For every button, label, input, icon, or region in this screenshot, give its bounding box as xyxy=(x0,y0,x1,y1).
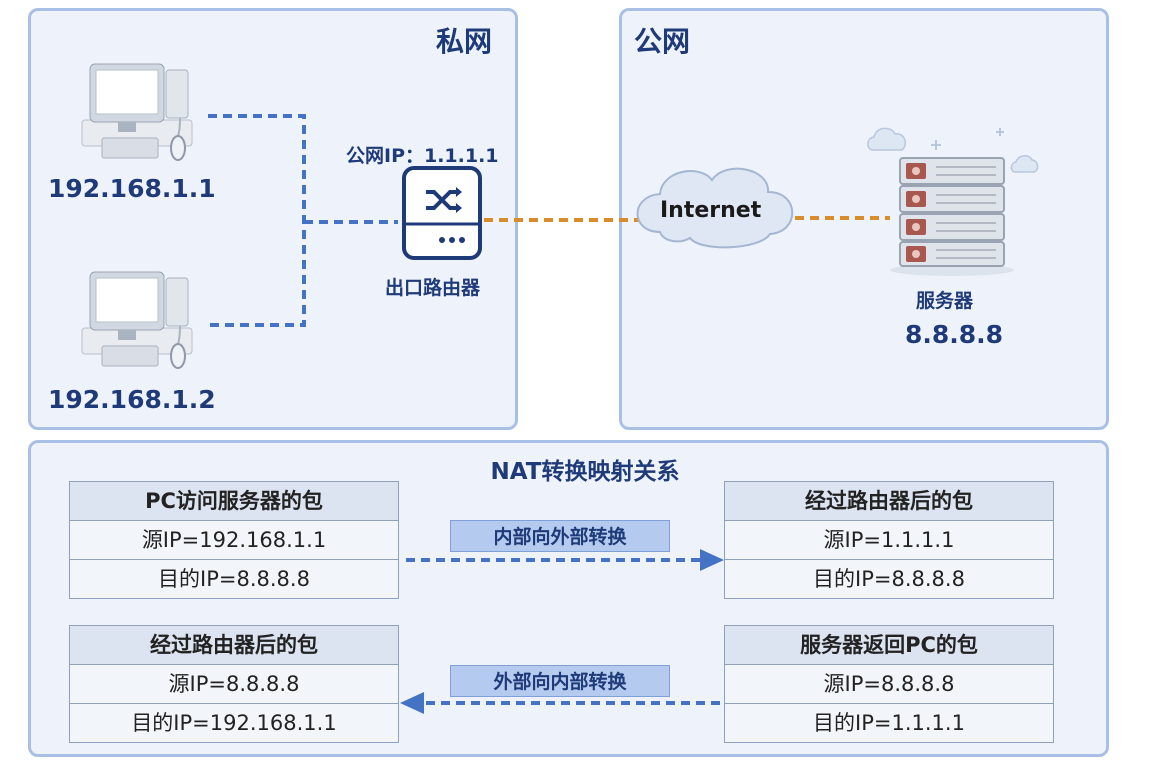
computer-icon xyxy=(81,63,193,161)
computer-icon xyxy=(81,271,193,369)
packet-table: 服务器返回PC的包 源IP=8.8.8.8 目的IP=1.1.1.1 xyxy=(724,625,1054,743)
server-label: 服务器 xyxy=(916,290,974,312)
table-header: PC访问服务器的包 xyxy=(70,482,398,520)
public-network-title: 公网 xyxy=(634,25,691,58)
table-cell: 源IP=192.168.1.1 xyxy=(70,520,398,559)
table-cell: 目的IP=1.1.1.1 xyxy=(725,703,1053,742)
pc-router-links xyxy=(208,114,398,327)
table-cell: 目的IP=8.8.8.8 xyxy=(70,559,398,598)
outbound-translation-label: 内部向外部转换 xyxy=(450,520,670,552)
packet-table: 经过路由器后的包 源IP=1.1.1.1 目的IP=8.8.8.8 xyxy=(724,481,1054,599)
router-server-links xyxy=(484,216,890,222)
pc1-ip-label: 192.168.1.1 xyxy=(48,174,216,203)
private-network-title: 私网 xyxy=(436,25,493,58)
decorative-cloud-icon xyxy=(867,127,1039,173)
table-header: 经过路由器后的包 xyxy=(70,626,398,664)
pc2-ip-label: 192.168.1.2 xyxy=(48,385,216,414)
table-cell: 目的IP=8.8.8.8 xyxy=(725,559,1053,598)
server-icon xyxy=(890,157,1014,276)
sparkle-icon xyxy=(931,128,1004,150)
inbound-arrow xyxy=(400,692,720,714)
router-label: 出口路由器 xyxy=(385,277,481,299)
table-cell: 源IP=8.8.8.8 xyxy=(70,664,398,703)
table-header: 经过路由器后的包 xyxy=(725,482,1053,520)
router-icon xyxy=(402,166,482,260)
table-cell: 目的IP=192.168.1.1 xyxy=(70,703,398,742)
packet-table: PC访问服务器的包 源IP=192.168.1.1 目的IP=8.8.8.8 xyxy=(69,481,399,599)
server-ip-label: 8.8.8.8 xyxy=(905,320,1004,349)
table-cell: 源IP=1.1.1.1 xyxy=(725,520,1053,559)
internet-label: Internet xyxy=(660,198,762,223)
outbound-arrow xyxy=(406,549,724,571)
table-cell: 源IP=8.8.8.8 xyxy=(725,664,1053,703)
internet-cloud-icon xyxy=(636,167,794,249)
nat-title: NAT转换映射关系 xyxy=(490,459,680,485)
inbound-translation-label: 外部向内部转换 xyxy=(450,665,670,697)
packet-table: 经过路由器后的包 源IP=8.8.8.8 目的IP=192.168.1.1 xyxy=(69,625,399,743)
table-header: 服务器返回PC的包 xyxy=(725,626,1053,664)
router-public-ip-label: 公网IP：1.1.1.1 xyxy=(346,145,499,167)
